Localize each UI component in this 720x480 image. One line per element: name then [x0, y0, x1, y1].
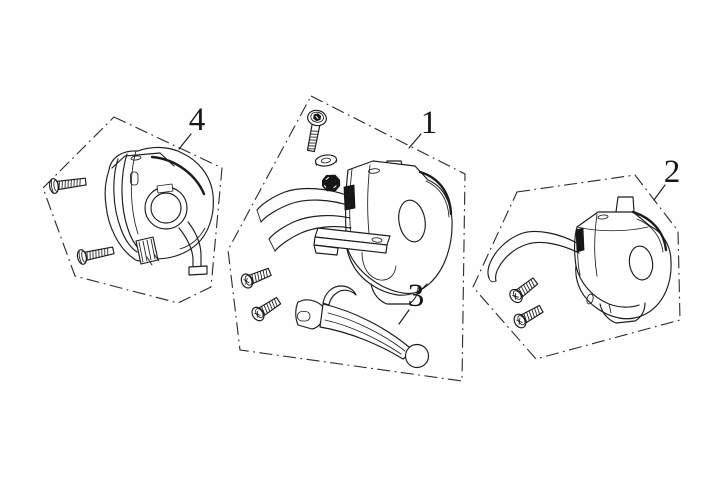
housing-detail [597, 214, 609, 220]
screw [75, 242, 116, 266]
lever-hook [322, 285, 357, 306]
leader-line [408, 133, 422, 149]
screw [511, 301, 546, 331]
socket-highlight [315, 115, 319, 120]
callout-label: 4 [189, 102, 206, 138]
bore-oval [628, 245, 654, 281]
wire-conduit [487, 230, 580, 283]
bracket-front [313, 236, 388, 254]
screw [48, 173, 88, 195]
nut-body [322, 174, 341, 192]
bracket-step [313, 244, 339, 256]
wire [268, 215, 351, 240]
leader-line [653, 184, 666, 201]
wire-end [256, 209, 262, 223]
bore-notch [156, 183, 174, 194]
wires [256, 187, 352, 252]
lever-blade [319, 303, 413, 360]
housing-left-control [343, 160, 453, 305]
switch-slot [575, 227, 585, 253]
bolt-head-rim [310, 111, 324, 123]
screw [248, 294, 284, 324]
lower-cowl [346, 246, 428, 294]
assembly-4 [42, 116, 223, 304]
wire [274, 226, 352, 252]
housing-left-switch [104, 146, 214, 276]
assembly-2 [472, 174, 681, 360]
callout-3: 3 [398, 278, 425, 325]
clamp [370, 283, 419, 305]
pivot-tab [297, 311, 311, 322]
wire [256, 187, 350, 211]
housing-detail [608, 303, 612, 314]
lobe-inner [425, 180, 450, 218]
callout-label: 3 [408, 278, 425, 314]
blade-line [324, 319, 402, 355]
conduit [178, 227, 194, 270]
lobe-inner [636, 218, 664, 253]
housing-top-tab [615, 196, 635, 213]
washer-edge [315, 159, 338, 166]
housing-detail [368, 168, 380, 174]
assembly-2-boundary [472, 174, 681, 360]
callout-4: 4 [178, 102, 206, 150]
nut [322, 174, 341, 192]
bore-oval [398, 199, 426, 243]
screw [238, 264, 273, 291]
rib-hatch [138, 238, 156, 263]
lever-bracket [313, 227, 391, 256]
wire-end [488, 277, 497, 283]
wire [495, 241, 580, 282]
screw [506, 274, 541, 306]
wire [260, 199, 351, 223]
housing-detail [130, 155, 142, 161]
conduit-foot [188, 265, 208, 276]
lobe-rim [418, 170, 453, 216]
bolt [306, 109, 327, 153]
washer-outer [314, 154, 338, 167]
blade-line [327, 312, 406, 352]
assembly-4-boundary [42, 116, 223, 304]
washer [314, 154, 338, 167]
lever-ball-end [404, 343, 430, 369]
callouts: 1 2 3 4 [178, 102, 681, 325]
assembly-1 [227, 95, 466, 382]
callout-label: 2 [664, 154, 681, 190]
wire [487, 230, 578, 279]
clamp-curve [130, 150, 139, 235]
callout-1: 1 [408, 105, 438, 149]
clamp-u-slot [361, 251, 397, 281]
washer-hole [321, 157, 331, 164]
wire-end [268, 238, 276, 252]
nut-highlight [323, 176, 337, 189]
lobe-rim [631, 210, 668, 252]
conduit [187, 221, 202, 269]
callout-2: 2 [653, 154, 681, 201]
facet-line [594, 213, 598, 277]
brake-lever [295, 285, 430, 369]
housing-detail [586, 293, 594, 305]
leader-line [398, 309, 410, 325]
bolt-threads [307, 130, 319, 150]
housing-detail [146, 253, 160, 266]
bracket-hole [371, 237, 383, 243]
clamp-curve [113, 158, 138, 253]
assembly-1-boundary [227, 95, 466, 382]
leader-line [178, 133, 192, 150]
clamp [599, 302, 646, 324]
lobe-inner [179, 227, 206, 250]
housing-right-switch [574, 196, 672, 324]
handlebar-bore-inner [150, 192, 182, 224]
housing-slot [130, 171, 139, 186]
callout-label: 1 [421, 105, 438, 141]
lobe-rim [150, 155, 206, 196]
